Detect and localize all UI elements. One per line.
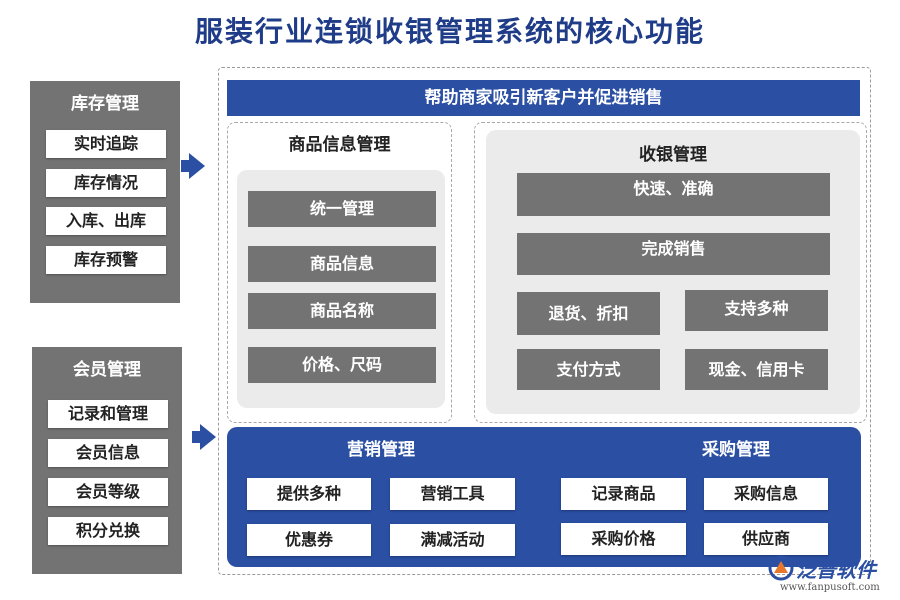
logo-url: www.fanpusoft.com	[780, 582, 880, 593]
product-item: 价格、尺码	[248, 347, 436, 383]
page-title: 服装行业连锁收银管理系统的核心功能	[194, 15, 705, 48]
purchase-title: 采购管理	[702, 440, 770, 460]
inventory-title: 库存管理	[71, 94, 139, 114]
cashier-item: 支付方式	[517, 349, 660, 390]
member-panel: 会员管理 记录和管理 会员信息 会员等级 积分兑换	[32, 347, 182, 574]
inventory-item: 实时追踪	[46, 130, 166, 158]
marketing-item: 提供多种	[247, 478, 371, 510]
inventory-item: 库存预警	[46, 246, 166, 274]
cashier-item: 支持多种	[685, 290, 828, 331]
purchase-item: 采购价格	[561, 523, 686, 555]
cashier-item: 现金、信用卡	[685, 349, 828, 390]
fanpu-logo: 泛普软件 www.fanpusoft.com	[766, 550, 894, 598]
product-info-section	[227, 122, 452, 423]
purchase-item: 供应商	[704, 523, 828, 555]
marketing-item: 满减活动	[390, 524, 515, 556]
member-title: 会员管理	[73, 360, 141, 380]
cashier-section	[474, 122, 867, 423]
arrow-right-icon	[189, 153, 205, 179]
logo-name: 泛普软件	[796, 558, 876, 582]
cashier-item: 快速、准确	[517, 173, 830, 216]
cashier-item: 完成销售	[517, 233, 830, 275]
inventory-item: 入库、出库	[46, 207, 166, 235]
cashier-item: 退货、折扣	[517, 292, 660, 335]
marketing-item: 优惠券	[247, 524, 371, 556]
member-item: 积分兑换	[48, 517, 168, 545]
inventory-panel: 库存管理 实时追踪 库存情况 入库、出库 库存预警	[30, 81, 180, 303]
product-item: 商品名称	[248, 293, 436, 329]
core-functions-container	[218, 67, 871, 575]
product-item: 商品信息	[248, 246, 436, 282]
marketing-title: 营销管理	[347, 440, 415, 460]
member-item: 会员等级	[48, 478, 168, 506]
purchase-item: 采购信息	[704, 478, 828, 510]
marketing-item: 营销工具	[390, 478, 515, 510]
product-info-title: 商品信息管理	[288, 135, 391, 155]
top-banner: 帮助商家吸引新客户并促进销售	[227, 80, 860, 116]
purchase-item: 记录商品	[561, 478, 686, 510]
inventory-item: 库存情况	[46, 169, 166, 197]
product-item: 统一管理	[248, 191, 436, 227]
arrow-right-icon	[181, 160, 189, 172]
logo-icon	[768, 555, 794, 581]
arrow-right-icon	[192, 431, 200, 443]
member-item: 记录和管理	[48, 400, 168, 428]
cashier-title: 收银管理	[639, 145, 707, 165]
member-item: 会员信息	[48, 439, 168, 467]
arrow-right-icon	[200, 424, 216, 450]
